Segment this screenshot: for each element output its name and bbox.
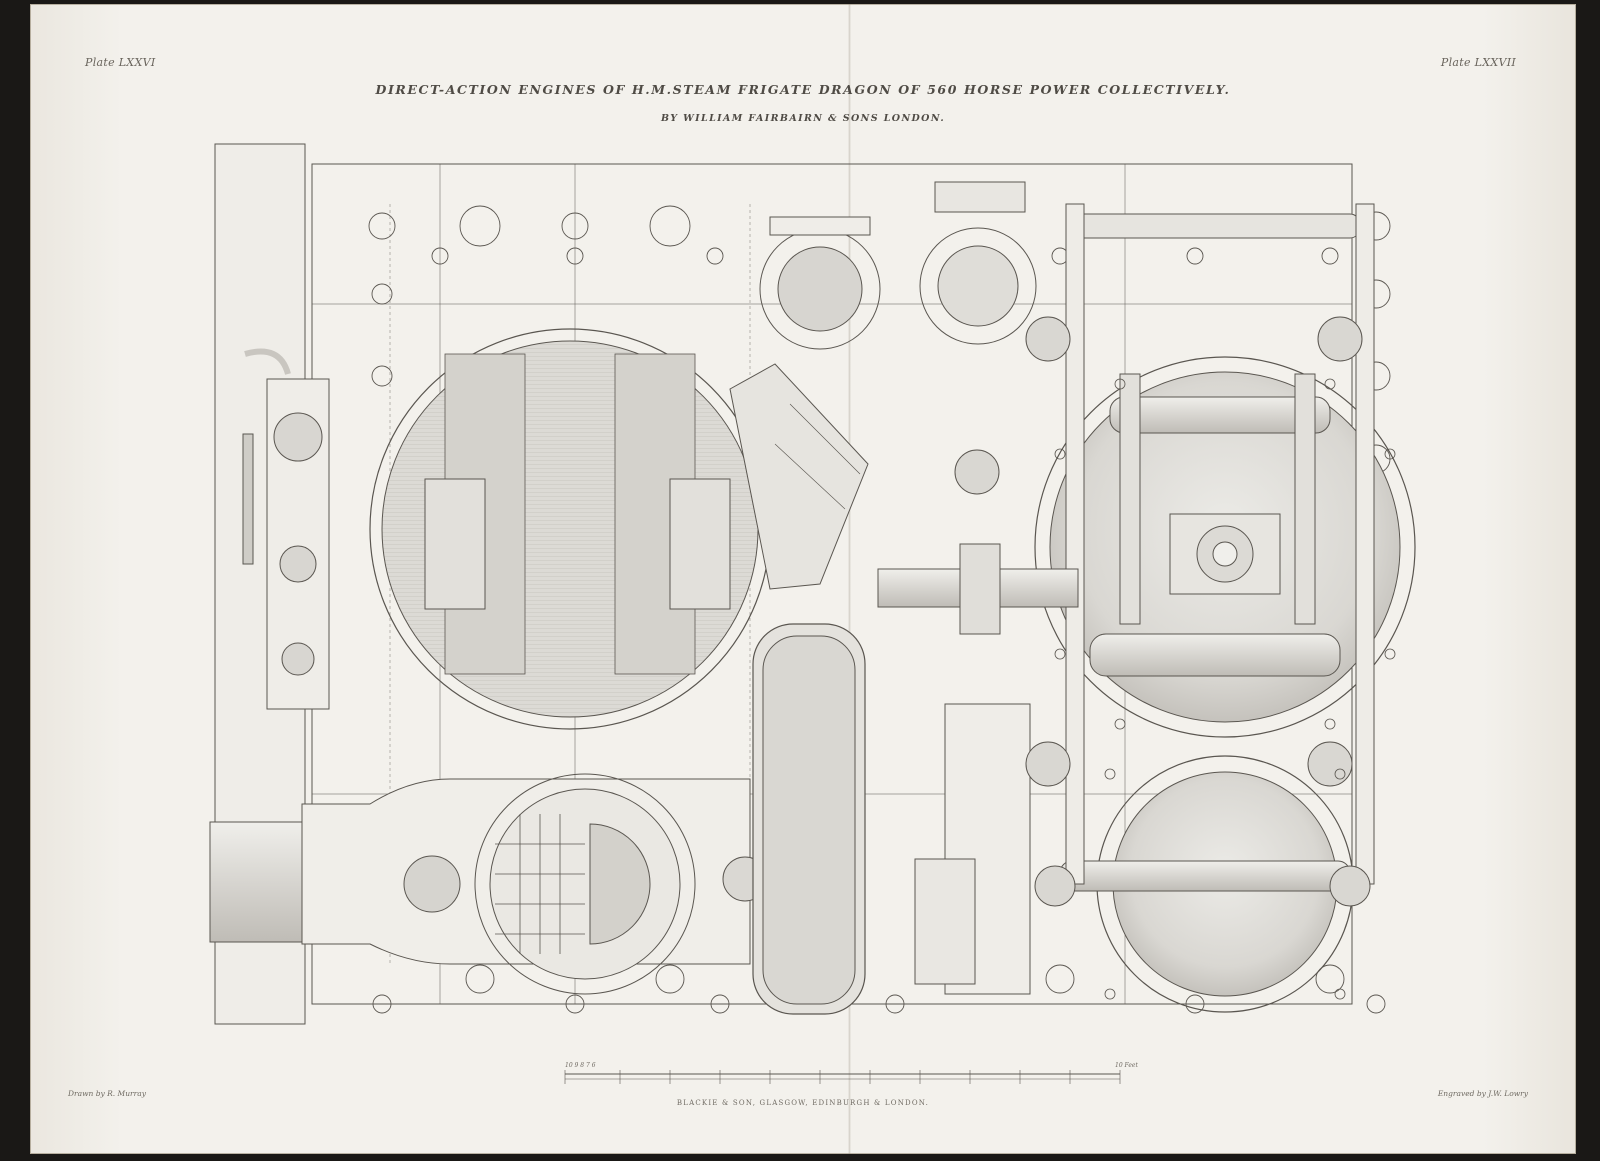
drawn-by-credit: Drawn by R. Murray (68, 1089, 146, 1098)
engine-drawing (209, 143, 1416, 1084)
center-fold (848, 4, 851, 1154)
engraved-by-credit: Engraved by J.W. Lowry (1437, 1089, 1528, 1098)
publisher-imprint: BLACKIE & SON, GLASGOW, EDINBURGH & LOND… (676, 1099, 930, 1107)
plate-subtitle: BY WILLIAM FAIRBAIRN & SONS LONDON. (660, 113, 946, 124)
plate-title: DIRECT-ACTION ENGINES OF H.M.STEAM FRIGA… (375, 82, 1231, 97)
plate-number-right: Plate LXXVII (1440, 56, 1516, 69)
scale-unit-label: 10 Feet (1115, 1062, 1138, 1069)
engraving-sheet: Plate LXXVI Plate LXXVII DIRECT-ACTION E… (30, 4, 1576, 1154)
scale-start-label: 10 9 8 7 6 (565, 1062, 596, 1069)
plate-number-left: Plate LXXVI (85, 56, 156, 69)
